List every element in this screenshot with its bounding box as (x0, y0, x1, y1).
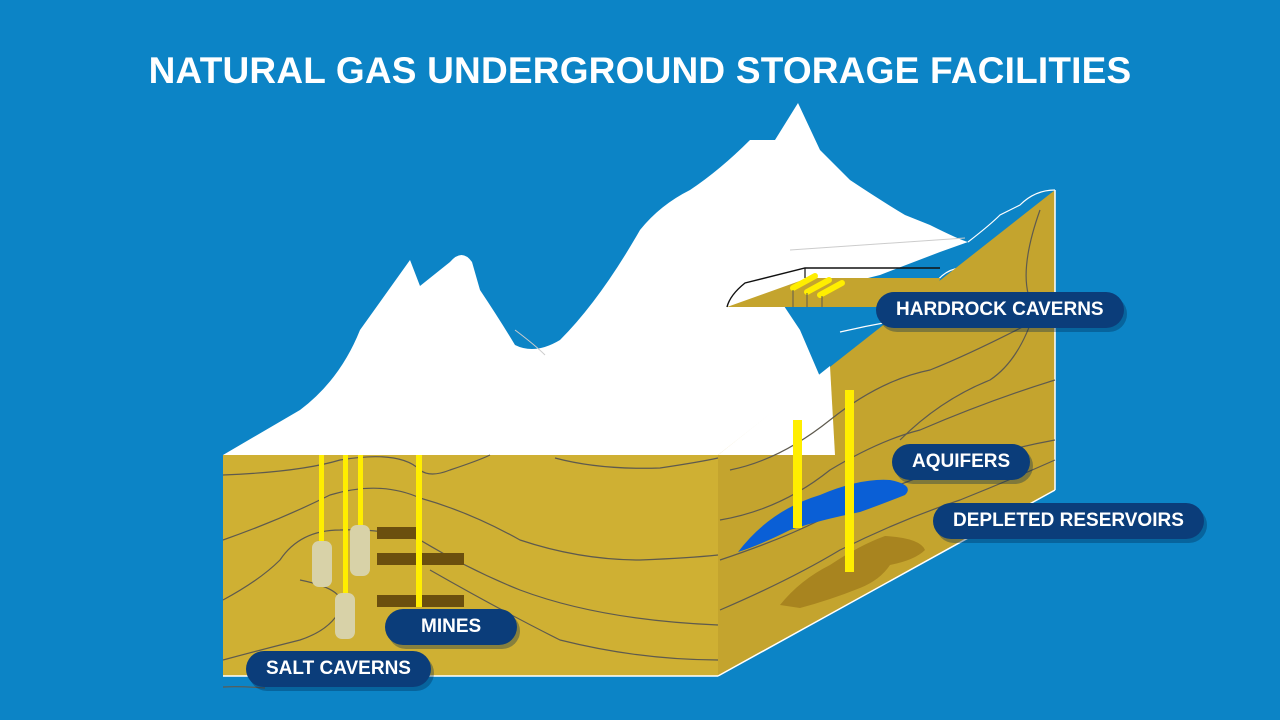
label-depleted-reservoirs: DEPLETED RESERVOIRS (933, 503, 1204, 539)
front-strata (222, 454, 719, 689)
label-hardrock-caverns: HARDROCK CAVERNS (876, 292, 1124, 328)
snow-ridge-line-2 (789, 237, 966, 251)
diagram-title: NATURAL GAS UNDERGROUND STORAGE FACILITI… (148, 50, 1132, 91)
mountain (223, 103, 968, 455)
label-aquifers: AQUIFERS (892, 444, 1031, 480)
salt-cavern (312, 541, 332, 587)
salt-cavern-wells (312, 455, 370, 639)
label-salt-caverns: SALT CAVERNS (246, 651, 431, 687)
reservoir-well (845, 390, 854, 572)
salt-cavern (350, 525, 370, 576)
hill-outline (967, 189, 1056, 243)
hardrock-pipes (790, 273, 845, 298)
hardrock-outline (726, 267, 940, 308)
salt-cavern (335, 593, 355, 639)
snow-ridge-line (514, 329, 546, 356)
label-mines: MINES (385, 609, 518, 645)
aquifer (738, 479, 908, 552)
aquifer-well (793, 420, 802, 528)
mine-shaft (416, 455, 422, 607)
